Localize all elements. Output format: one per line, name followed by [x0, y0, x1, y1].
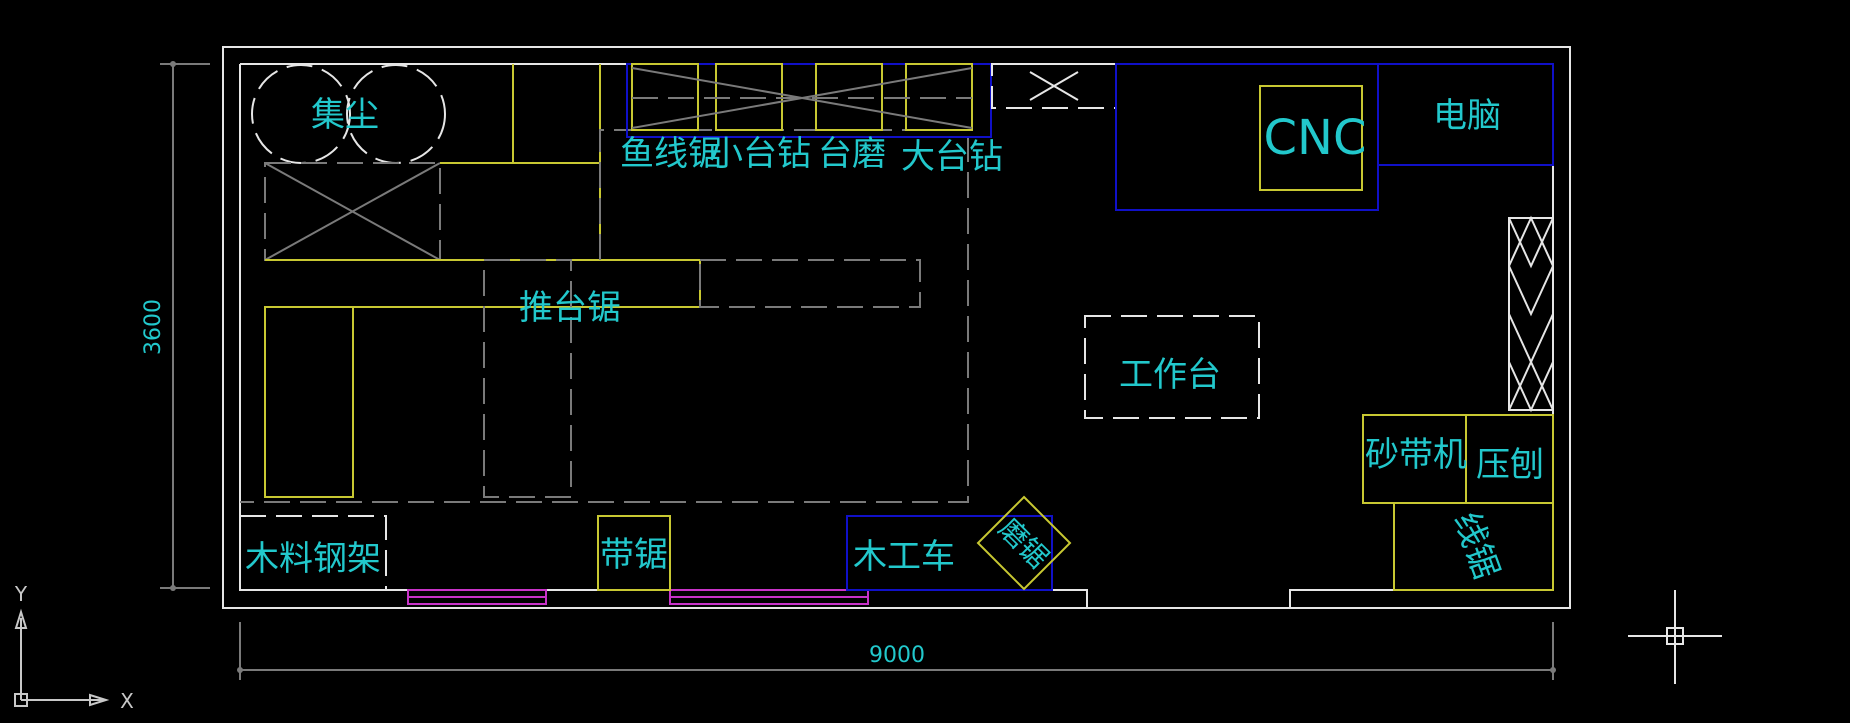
storage-box-top: [991, 63, 1117, 109]
outer-wall: [222, 46, 1571, 609]
wire-saw-label: 线锯: [1446, 507, 1507, 585]
storage-box-left: [264, 162, 600, 261]
dust-collector-label: 集尘: [311, 95, 379, 135]
wood-cart-label: 木工车: [853, 537, 955, 577]
right-shelving: [1508, 215, 1554, 413]
ucs-icon: Y X: [14, 582, 134, 713]
ucs-x-label: X: [120, 689, 134, 713]
planer-label: 压刨: [1476, 445, 1544, 485]
table-saw: 推台锯: [240, 129, 969, 503]
height-dim-tick-bottom: [170, 585, 176, 591]
workbench: 工作台: [1084, 315, 1260, 419]
ucs-y-label: Y: [14, 582, 28, 606]
crosshair-pickbox: [1666, 627, 1684, 645]
computer-desk: [1377, 63, 1554, 166]
bench-grinder-label: 台磨: [818, 134, 886, 174]
right-tools: 砂带机 压刨 线锯: [1362, 414, 1554, 591]
walls: [222, 46, 1571, 609]
dimension-height: 3600: [141, 61, 210, 591]
wood-cart-box: [846, 515, 1053, 591]
ucs-x-arrow: [89, 693, 110, 707]
shelving-mark-4: [1508, 313, 1554, 365]
shelving-mark-6: [1508, 359, 1554, 411]
shelving-mark-5: [1508, 361, 1554, 413]
dimension-width: 9000: [237, 622, 1556, 680]
storage-box-cross-b: [264, 162, 441, 261]
table-saw-label: 推台锯: [519, 288, 621, 328]
table-saw-outfeed: [264, 259, 701, 498]
band-saw-box: [597, 515, 671, 591]
cnc-label: CNC: [1264, 110, 1367, 166]
height-dim-tick-top: [170, 61, 176, 67]
cnc-machine: [1259, 85, 1363, 191]
cnc-area: CNC 电脑: [1115, 63, 1554, 211]
shelving-mark-2: [1508, 215, 1554, 267]
storage-box: [264, 162, 441, 261]
workbench-outline: [1084, 315, 1260, 419]
small-drill-label: 小台钻: [709, 134, 811, 174]
band-saw-label: 带锯: [600, 535, 668, 575]
shelving-mark-1: [1508, 217, 1554, 269]
width-dim-tick-right: [1550, 667, 1556, 673]
wood-rack-outline: [240, 515, 387, 590]
ucs-y-arrow: [14, 608, 28, 629]
computer-label: 电脑: [1433, 96, 1501, 136]
bottom-row: 木料钢架 带锯 木工车 磨锯: [240, 495, 1072, 591]
shelving-mark-3: [1508, 265, 1554, 317]
ucs-origin-box: [14, 693, 28, 707]
benchtop-tools: 鱼线锯 小台钻 台磨 大台钻: [620, 63, 1003, 177]
table-saw-clearance: [240, 129, 969, 503]
workbench-label: 工作台: [1119, 355, 1221, 395]
storage-box-top-cross-b: [1029, 71, 1079, 101]
table-saw-extension: [699, 259, 921, 308]
windows: [407, 589, 869, 605]
scroll-saw-label: 鱼线锯: [620, 134, 722, 174]
height-dim-label: 3600: [141, 299, 166, 355]
wire-saw-box: [1393, 502, 1554, 591]
big-drill-label: 大台钻: [901, 137, 1003, 177]
rotated-tool-box: [976, 495, 1072, 591]
width-dim-label: 9000: [869, 643, 925, 668]
belt-sander-label: 砂带机: [1365, 435, 1467, 475]
wood-rack-label: 木料钢架: [245, 539, 381, 579]
width-dim-tick-left: [237, 667, 243, 673]
table-saw-sled: [483, 259, 572, 498]
crosshair-cursor[interactable]: [1628, 590, 1722, 684]
